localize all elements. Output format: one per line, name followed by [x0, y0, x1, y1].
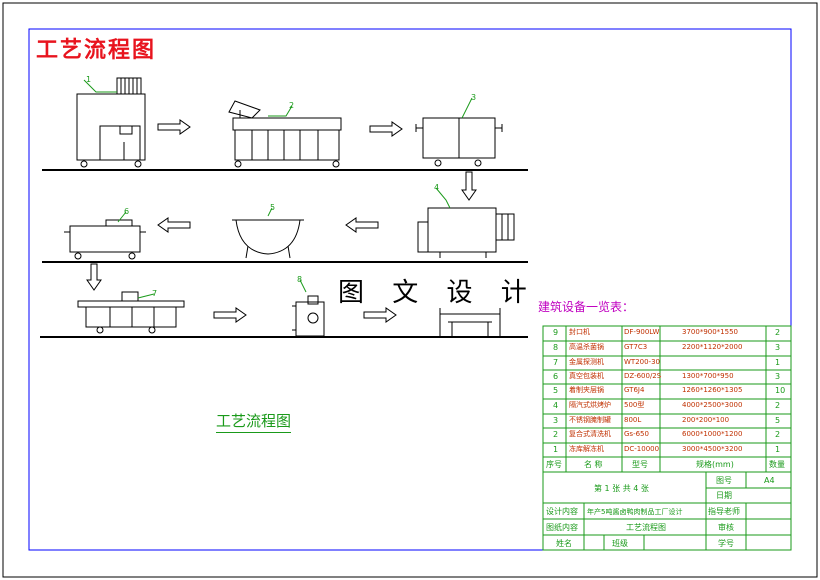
equipment-name: 着制夹层锅: [569, 386, 604, 394]
callout-1: 1: [86, 75, 91, 84]
equipment-no: 8: [553, 343, 559, 352]
watermark-text: 图 文 设 计: [338, 278, 537, 308]
review-label: 审核: [718, 523, 734, 532]
equipment-model: WT200-30: [624, 358, 660, 366]
sheet-count: 第 1 张 共 4 张: [594, 484, 649, 493]
equipment-no: 4: [553, 401, 559, 410]
table-header-name: 名 称: [584, 460, 603, 469]
arrow-left: [157, 217, 191, 233]
equipment-name: 不锈钢腌制罐: [569, 416, 611, 424]
equipment-spec: 3000*4500*3200: [682, 445, 743, 453]
equipment-name: 真空包装机: [569, 372, 604, 380]
equipment-name: 封口机: [569, 328, 590, 336]
equipment-qty: 2: [775, 430, 781, 439]
equipment-qty: 2: [775, 328, 781, 337]
callout-numbers: 1 2 3 4 5 6 7 8: [86, 75, 476, 298]
callout-8: 8: [297, 275, 302, 284]
drawing-title: 工艺流程图: [36, 37, 157, 63]
equipment-model: Gs-650: [624, 430, 649, 438]
design-content-label: 设计内容: [546, 507, 578, 516]
callout-leaders: [83, 79, 473, 299]
arrow-left: [345, 217, 379, 233]
callout-3: 3: [471, 93, 476, 102]
callout-5: 5: [270, 203, 275, 212]
class-label: 班级: [612, 539, 628, 548]
equipment-model: DZ-600/2S: [624, 372, 662, 380]
equipment-spec: 4000*2500*3000: [682, 401, 743, 409]
equipment-no: 3: [553, 416, 559, 425]
equipment-spec: 1260*1260*1305: [682, 386, 743, 394]
machine-9-sealer: [439, 308, 501, 337]
machine-2-washer: [228, 100, 342, 168]
equipment-table-grid: [542, 325, 792, 473]
table-header-no: 序号: [546, 460, 562, 469]
equipment-no: 1: [553, 445, 559, 454]
flow-label: 工艺流程图: [216, 410, 292, 433]
student-no-label: 学号: [718, 539, 734, 548]
machine-1-thawing: [76, 77, 146, 168]
equipment-no: 5: [553, 386, 559, 395]
equipment-model: 800L: [624, 416, 642, 424]
flow-arrows: [86, 119, 477, 323]
advisor-label: 指导老师: [708, 507, 740, 516]
equipment-no: 6: [553, 372, 559, 381]
equipment-model: GT7C3: [624, 343, 648, 351]
drawing-frame: [28, 28, 792, 551]
machine-7-metal-detector: [77, 291, 185, 334]
arrow-right: [363, 307, 397, 323]
drawing-content: 工艺流程图: [626, 523, 666, 532]
equipment-qty: 5: [775, 416, 781, 425]
callout-2: 2: [289, 101, 294, 110]
equipment-spec: 2200*1120*2000: [682, 343, 743, 351]
machine-3-pickling-tank: [415, 117, 503, 167]
callout-4: 4: [434, 183, 439, 192]
equipment-name: 高温杀菌锅: [569, 343, 604, 351]
equipment-spec: 1300*700*950: [682, 372, 734, 380]
equipment-name: 金属探测机: [569, 358, 604, 366]
equipment-name: 冻库解冻机: [569, 445, 604, 453]
date-label: 日期: [716, 491, 732, 500]
machine-8-retort: [292, 295, 325, 337]
equipment-qty: 3: [775, 343, 781, 352]
equipment-name: 复合式清洗机: [569, 430, 611, 438]
machine-6-vacuum-packer: [64, 219, 146, 260]
arrow-right: [157, 119, 191, 135]
equipment-name: 隔汽式烘烤炉: [569, 401, 611, 409]
equipment-qty: 2: [775, 401, 781, 410]
machine-5-jacketed-kettle: [232, 219, 304, 259]
table-header-qty: 数量: [769, 460, 785, 469]
machine-4-oven: [417, 207, 515, 258]
table-header-spec: 规格(mm): [696, 460, 734, 469]
equipment-model: DF-900LW: [624, 328, 660, 336]
callout-6: 6: [124, 207, 129, 216]
drawing-content-label: 图纸内容: [546, 523, 578, 532]
arrow-down: [461, 171, 477, 201]
drawing-no: A4: [764, 476, 775, 485]
name-label: 姓名: [556, 539, 572, 548]
equipment-spec: 3700*900*1550: [682, 328, 738, 336]
table-header-model: 型号: [632, 460, 648, 469]
design-content: 年产5吨酱卤鸭肉制品工厂设计: [587, 508, 683, 516]
arrow-right: [213, 307, 247, 323]
equipment-model: DC-10000: [624, 445, 660, 453]
equipment-qty: 1: [775, 358, 781, 367]
equipment-qty: 1: [775, 445, 781, 454]
arrow-right: [369, 121, 403, 137]
equipment-no: 2: [553, 430, 559, 439]
drawing-no-label: 图号: [716, 476, 732, 485]
equipment-spec: 6000*1000*1200: [682, 430, 743, 438]
equipment-qty: 3: [775, 372, 781, 381]
callout-7: 7: [152, 289, 157, 298]
equipment-heading: 建筑设备一览表：: [538, 300, 635, 314]
equipment-no: 7: [553, 358, 559, 367]
equipment-model: GT6J4: [624, 386, 645, 394]
equipment-spec: 200*200*100: [682, 416, 730, 424]
title-block-grid: [542, 471, 792, 551]
equipment-model: 500型: [624, 401, 645, 409]
equipment-qty: 10: [775, 386, 786, 395]
equipment-no: 9: [553, 328, 559, 337]
arrow-down: [86, 263, 102, 291]
